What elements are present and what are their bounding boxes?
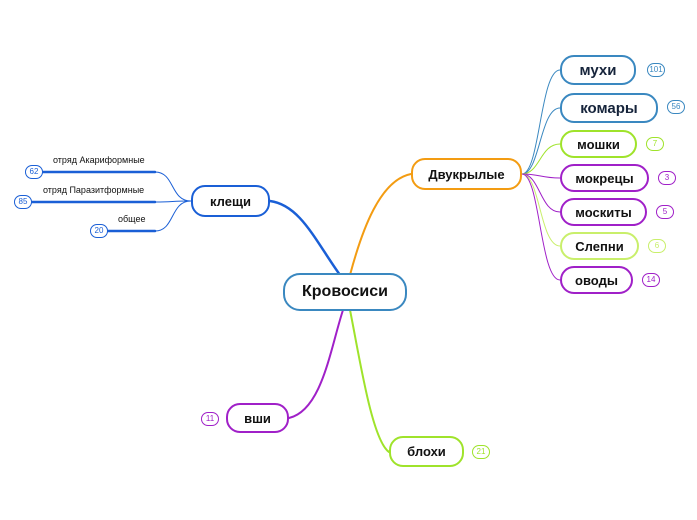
diptera-child-komary[interactable]: комары [560, 93, 658, 123]
root-label: Кровосиси [302, 283, 388, 300]
count-badge-moshki: 7 [646, 137, 664, 151]
count-badge-ovody: 14 [642, 273, 660, 287]
connector-ticks [268, 199, 342, 277]
connector-diptera-mukhi [521, 69, 561, 175]
connector-diptera [349, 173, 412, 276]
lice-count-badge: 11 [201, 412, 219, 426]
diptera-child-moshki[interactable]: мошки [560, 130, 637, 158]
connector-diptera-slepni [521, 173, 561, 247]
ticks-child-parasitiformes[interactable]: отряд Паразитформные [43, 185, 145, 195]
lice-node[interactable]: вши [226, 403, 289, 433]
connector-ticks-general [154, 200, 192, 232]
count-badge-mokretsy: 3 [658, 171, 676, 185]
connector-diptera-ovody [521, 173, 561, 281]
connector-diptera-mokretsy [521, 173, 561, 179]
fleas-label: блохи [407, 444, 446, 459]
diptera-child-ovody[interactable]: оводы [560, 266, 633, 294]
child-label: мухи [579, 61, 617, 79]
diptera-label: Двукрылые [428, 166, 505, 182]
ticks-label: клещи [210, 193, 251, 209]
fleas-node[interactable]: блохи [389, 436, 464, 467]
diptera-child-mokretsy[interactable]: мокрецы [560, 164, 649, 192]
lice-label: вши [244, 410, 271, 426]
child-label: Слепни [575, 238, 624, 254]
count-badge-mukhi: 101 [647, 63, 665, 77]
child-label: мошки [577, 136, 620, 152]
diptera-child-moskity[interactable]: москиты [560, 198, 647, 226]
connector-ticks-parasitiformes [154, 200, 192, 203]
ticks-node[interactable]: клещи [191, 185, 270, 217]
connector-ticks-acariformes [154, 171, 192, 202]
root-node[interactable]: Кровосиси [283, 273, 407, 311]
child-label: мокрецы [575, 170, 634, 186]
connector-diptera-moskity [521, 173, 561, 213]
ticks-child-acariformes[interactable]: отряд Акариформные [53, 155, 145, 165]
connector-lice [288, 309, 344, 419]
fleas-count-badge: 21 [472, 445, 490, 459]
count-badge-general: 20 [90, 224, 108, 238]
connector-fleas [349, 309, 390, 453]
connector-diptera-moshki [521, 143, 561, 175]
child-label: комары [580, 99, 638, 117]
diptera-child-mukhi[interactable]: мухи [560, 55, 636, 85]
count-badge-acariformes: 62 [25, 165, 43, 179]
count-badge-slepni: 6 [648, 239, 666, 253]
count-badge-komary: 56 [667, 100, 685, 114]
connector-diptera-komary [521, 107, 561, 175]
diptera-child-slepni[interactable]: Слепни [560, 232, 639, 260]
diptera-node[interactable]: Двукрылые [411, 158, 522, 190]
count-badge-moskity: 5 [656, 205, 674, 219]
child-label: оводы [575, 272, 618, 288]
ticks-child-general[interactable]: общее [118, 214, 146, 224]
count-badge-parasitiformes: 85 [14, 195, 32, 209]
child-label: москиты [575, 204, 632, 220]
